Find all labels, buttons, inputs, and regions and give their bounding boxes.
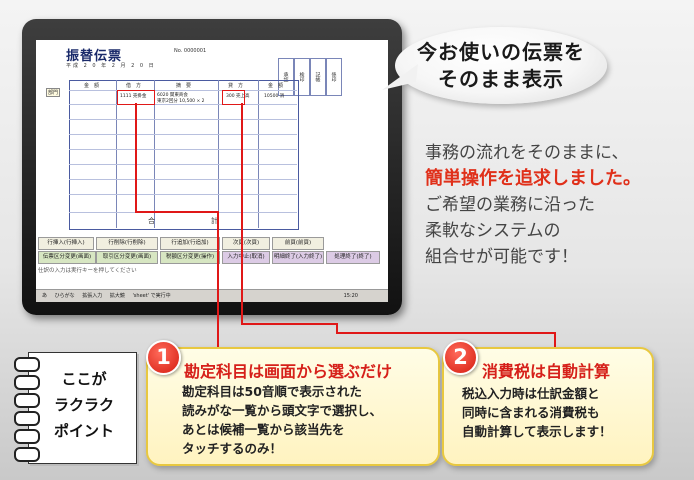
- taskbar-magnifier[interactable]: 拡大鏡: [109, 293, 125, 299]
- connector-line: [336, 323, 338, 334]
- fkey-insert-row[interactable]: 行挿入(行挿入): [38, 237, 94, 250]
- connector-line: [135, 103, 137, 213]
- ime-mode[interactable]: ひらがな: [54, 293, 75, 299]
- connector-line: [217, 211, 219, 351]
- stamp-box: 係印: [326, 58, 342, 96]
- slip-number: No. 0000001: [174, 48, 207, 54]
- notebook-card: [28, 352, 137, 464]
- connector-line: [241, 323, 338, 325]
- fkey-tax-type[interactable]: 税額区分変更(操作): [160, 251, 220, 264]
- fkey-end-process[interactable]: 処理終了(終了): [326, 251, 380, 264]
- point-1-title: 勘定科目は画面から選ぶだけ: [184, 362, 393, 381]
- point-1-body: 勘定科目は50音順で表示された 読みがな一覧から頭文字で選択し、 あとは候補一覧…: [182, 382, 382, 458]
- number-badge-1: 1: [146, 340, 181, 375]
- ring-icon: [14, 393, 40, 408]
- grid-row-line: [69, 194, 297, 195]
- total-label-left: 合: [148, 217, 155, 225]
- point-1-body-line: あとは候補一覧から該当先を: [182, 422, 345, 437]
- point-1-body-line: タッチするのみ！: [182, 441, 283, 456]
- connector-line: [336, 332, 556, 334]
- grid-divider: [116, 80, 117, 228]
- point-2-body-line: 同時に含まれる消費税も: [462, 405, 600, 420]
- grid-row-line: [69, 149, 297, 150]
- fkey-next-page[interactable]: 次頁(次頁): [222, 237, 270, 250]
- ring-icon: [14, 357, 40, 372]
- taskbar: あ ひらがな 拡張入力 拡大鏡 'sheet' で実行中 15:20: [36, 289, 388, 302]
- slip-form-grid: [69, 80, 299, 230]
- bubble-line-1: 今お使いの伝票を: [417, 39, 585, 64]
- bubble-line-2: そのまま表示: [438, 66, 564, 91]
- status-message: 仕訳の入力は実行キーを押してください: [38, 268, 137, 274]
- point-2-body-line: 自動計算して表示します！: [462, 424, 612, 439]
- notebook-text: ここが ラクラク ポイント: [44, 366, 124, 444]
- point-1-body-line: 読みがな一覧から頭文字で選択し、: [182, 403, 383, 418]
- header-credit: 貸 方: [228, 83, 244, 89]
- description-highlight: 簡単操作を追求しました。: [425, 168, 641, 189]
- entry-debit[interactable]: 1111 売掛金: [120, 94, 147, 99]
- grid-row-line: [69, 134, 297, 135]
- entry-desc-1[interactable]: 6020 関東商会: [157, 93, 188, 98]
- grid-divider: [218, 80, 219, 228]
- fkey-end-detail[interactable]: 明細終了(入力終了): [272, 251, 324, 264]
- department-tag[interactable]: 部門: [46, 88, 61, 97]
- entry-amount[interactable]: 10500 消: [264, 94, 285, 99]
- notebook-line-2: ラクラク: [53, 396, 114, 414]
- taskbar-running-app[interactable]: 'sheet' で実行中: [132, 293, 171, 299]
- grid-divider: [154, 80, 155, 228]
- point-1-body-line: 勘定科目は50音順で表示された: [182, 384, 362, 399]
- fkey-add-row[interactable]: 行追加(行追加): [160, 237, 220, 250]
- grid-divider: [258, 80, 259, 228]
- grid-row-line: [69, 179, 297, 180]
- notebook-line-1: ここが: [61, 370, 107, 388]
- connector-line: [241, 103, 243, 325]
- transfer-slip: 振替伝票 No. 0000001 平成 2 0 年 2 月 2 0 日 部門 承…: [36, 40, 388, 245]
- connector-line: [554, 332, 556, 351]
- stamp-box: 承認: [278, 58, 294, 96]
- stamp-box: 検印: [294, 58, 310, 96]
- ring-icon: [14, 447, 40, 462]
- point-2-body: 税込入力時は仕訳金額と 同時に含まれる消費税も 自動計算して表示します！: [462, 384, 612, 441]
- grid-row-line: [69, 104, 297, 105]
- header-amount-credit: 金 額: [268, 83, 284, 89]
- taskbar-clock: 15:20: [343, 293, 358, 299]
- bubble-tail: [382, 64, 418, 90]
- slip-title: 振替伝票: [66, 49, 123, 64]
- connector-line: [135, 211, 219, 213]
- number-badge-2: 2: [443, 340, 478, 375]
- description-line-4: 柔軟なシステムの: [425, 221, 561, 241]
- point-card-2: [442, 347, 654, 466]
- slip-date: 平成 2 0 年 2 月 2 0 日: [66, 63, 156, 69]
- fkey-prev-page[interactable]: 前頁(前頁): [272, 237, 324, 250]
- point-card-1: [146, 347, 440, 466]
- fkey-delete-row[interactable]: 行削除(行削除): [96, 237, 158, 250]
- entry-desc-2[interactable]: 東京2回分 10,500 × 2: [157, 99, 205, 104]
- ime-indicator[interactable]: あ: [42, 293, 48, 299]
- speech-bubble: 今お使いの伝票を そのまま表示: [395, 27, 607, 104]
- description-line-3: ご希望の業務に沿った: [425, 195, 595, 215]
- total-label-right: 計: [211, 217, 218, 225]
- taskbar-extended-input[interactable]: 拡張入力: [82, 293, 103, 299]
- grid-row-line: [69, 164, 297, 165]
- fkey-cancel-input[interactable]: 入力中止(取消): [222, 251, 270, 264]
- monitor-screen: 振替伝票 No. 0000001 平成 2 0 年 2 月 2 0 日 部門 承…: [36, 40, 388, 302]
- header-amount-debit: 金 額: [84, 83, 100, 89]
- stamp-box: 記帳: [310, 58, 326, 96]
- entry-credit[interactable]: 300 売上高: [226, 94, 250, 99]
- grid-row-line: [69, 119, 297, 120]
- point-2-title: 消費税は自動計算: [482, 362, 611, 381]
- description-line-5: 組合せが可能です！: [425, 247, 578, 267]
- header-description: 摘 要: [176, 83, 192, 89]
- notebook-line-3: ポイント: [53, 422, 114, 440]
- highlight-tax-field: [222, 90, 245, 105]
- ring-icon: [14, 429, 40, 444]
- description-block: 事務の流れをそのままに、 簡単操作を追求しました。 ご希望の業務に沿った 柔軟な…: [425, 140, 694, 270]
- fkey-trade-type[interactable]: 取引区分変更(画面): [96, 251, 158, 264]
- description-line-1: 事務の流れをそのままに、: [425, 143, 629, 163]
- fkey-slip-type[interactable]: 伝票区分変更(画面): [38, 251, 96, 264]
- ring-icon: [14, 375, 40, 390]
- header-debit: 借 方: [126, 83, 142, 89]
- point-2-body-line: 税込入力時は仕訳金額と: [462, 386, 600, 401]
- grid-row-line: [69, 90, 297, 91]
- ring-icon: [14, 411, 40, 426]
